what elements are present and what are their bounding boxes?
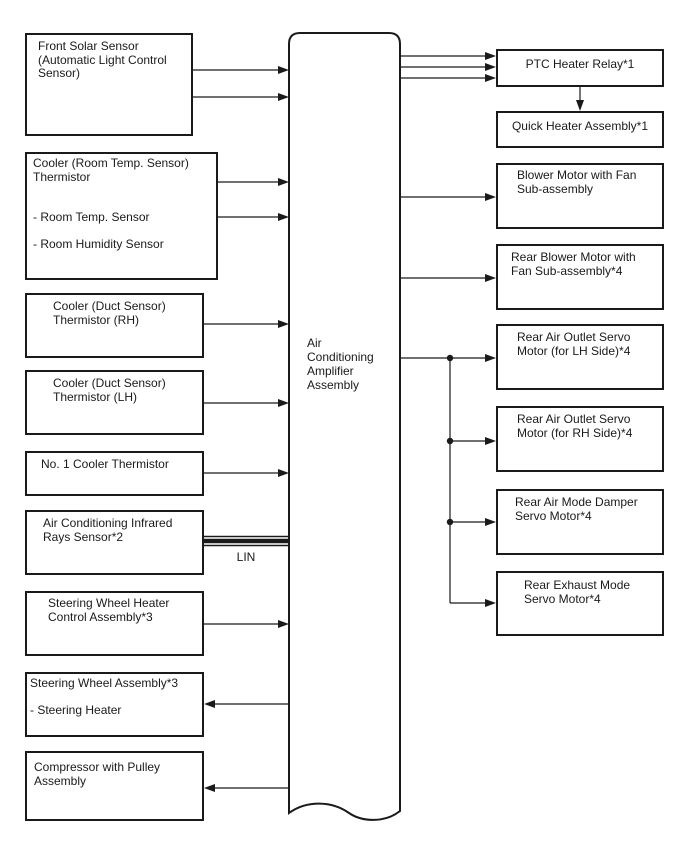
node-no1-cooler-thermistor: No. 1 Cooler Thermistor bbox=[25, 451, 204, 496]
arrowhead-mode-damper bbox=[485, 518, 496, 526]
arrowhead-room-humidity bbox=[278, 213, 289, 221]
arrowhead-ptc-2 bbox=[485, 63, 496, 71]
node-compressor-with-pulley: Compressor with Pulley Assembly bbox=[25, 751, 204, 821]
arrowhead-blower-motor bbox=[485, 193, 496, 201]
arrowhead-no1-cooler bbox=[278, 469, 289, 477]
node-steering-wheel-assembly: Steering Wheel Assembly*3 - Steering Hea… bbox=[25, 672, 204, 737]
node-front-solar-sensor: Front Solar Sensor (Automatic Light Cont… bbox=[25, 33, 193, 136]
node-quick-heater-assembly: Quick Heater Assembly*1 bbox=[496, 111, 664, 148]
arrowhead-rear-blower-motor bbox=[485, 274, 496, 282]
amplifier-box-shape bbox=[288, 32, 401, 821]
node-rear-blower-motor-fan: Rear Blower Motor with Fan Sub-assembly*… bbox=[496, 244, 664, 310]
arrowhead-front-solar-1 bbox=[278, 66, 289, 74]
arrowhead-duct-rh bbox=[278, 320, 289, 328]
node-ac-infrared-rays-sensor: Air Conditioning Infrared Rays Sensor*2 bbox=[25, 510, 204, 575]
node-cooler-room-temp-thermistor: Cooler (Room Temp. Sensor) Thermistor - … bbox=[25, 152, 218, 280]
arrowhead-exhaust-mode bbox=[485, 599, 496, 607]
node-cooler-duct-thermistor-rh: Cooler (Duct Sensor) Thermistor (RH) bbox=[25, 293, 204, 358]
amplifier-assembly-label: Air Conditioning Amplifier Assembly bbox=[307, 336, 374, 392]
junction-dot-mode-damper bbox=[446, 518, 454, 526]
node-rear-air-mode-damper-servo: Rear Air Mode Damper Servo Motor*4 bbox=[496, 489, 664, 555]
lin-bus-label: LIN bbox=[236, 550, 256, 564]
arrowhead-compressor bbox=[204, 784, 215, 792]
arrowhead-steering-heater-control bbox=[278, 620, 289, 628]
arrowhead-ptc-1 bbox=[485, 52, 496, 60]
arrowhead-front-solar-2 bbox=[278, 93, 289, 101]
node-steering-wheel-heater-control: Steering Wheel Heater Control Assembly*3 bbox=[25, 591, 204, 656]
arrowhead-quick-heater bbox=[576, 100, 584, 111]
node-rear-exhaust-mode-servo: Rear Exhaust Mode Servo Motor*4 bbox=[496, 571, 664, 636]
arrowhead-room-temp bbox=[278, 178, 289, 186]
arrowhead-ptc-3 bbox=[485, 74, 496, 82]
junction-dot-outlet-lh bbox=[446, 354, 454, 362]
node-ptc-heater-relay: PTC Heater Relay*1 bbox=[496, 49, 664, 87]
node-blower-motor-fan: Blower Motor with Fan Sub-assembly bbox=[496, 163, 664, 229]
node-rear-air-outlet-servo-lh: Rear Air Outlet Servo Motor (for LH Side… bbox=[496, 324, 664, 390]
node-cooler-duct-thermistor-lh: Cooler (Duct Sensor) Thermistor (LH) bbox=[25, 370, 204, 435]
node-rear-air-outlet-servo-rh: Rear Air Outlet Servo Motor (for RH Side… bbox=[496, 406, 664, 472]
junction-dot-outlet-rh bbox=[446, 437, 454, 445]
arrowhead-outlet-rh bbox=[485, 437, 496, 445]
arrowhead-duct-lh bbox=[278, 399, 289, 407]
arrowhead-outlet-lh bbox=[485, 354, 496, 362]
arrowhead-steering-wheel bbox=[204, 700, 215, 708]
